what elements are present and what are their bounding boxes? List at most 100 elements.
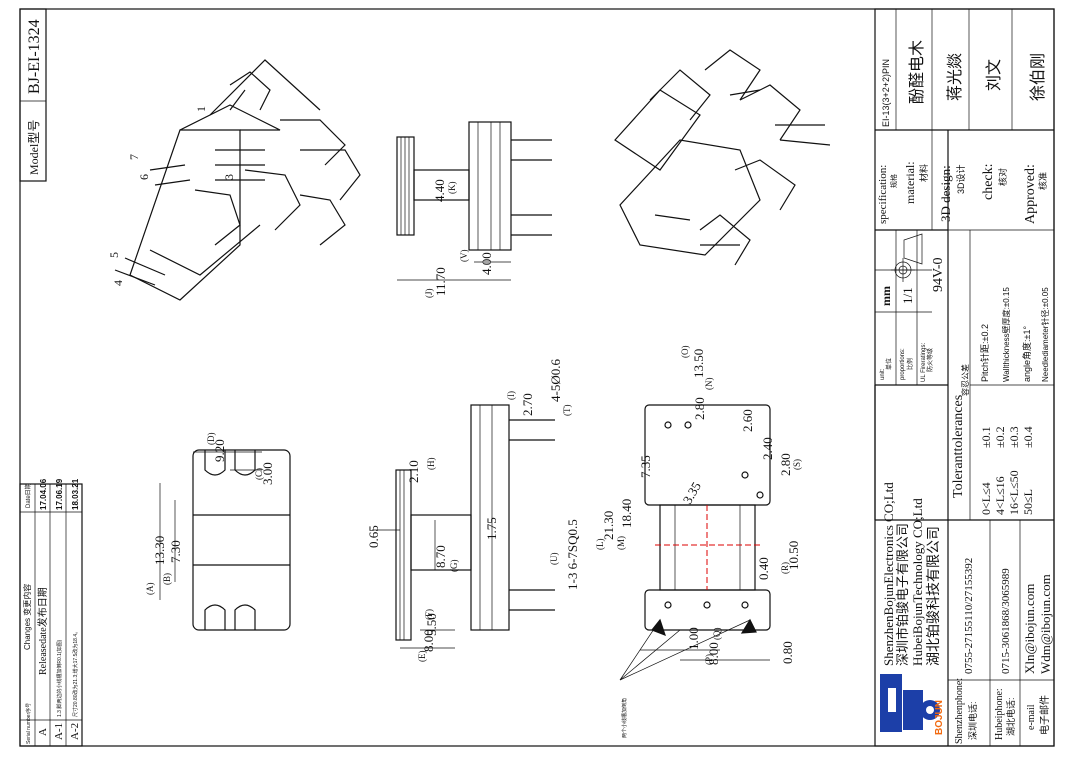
ul-value: 94V-0 — [931, 258, 946, 293]
dim-label: (D) — [206, 433, 216, 446]
model-box: Model型号 BJ-EI-1324 — [19, 8, 47, 182]
company-line: HubeiBojunTechnology CO;Ltd — [910, 498, 925, 666]
spec-label-cn: 规格 — [889, 174, 898, 188]
material-label: material: — [903, 161, 917, 204]
dim-label: 10.50 — [786, 541, 801, 570]
dim-label: 4.00 — [479, 252, 494, 275]
isometric-view-left — [114, 59, 361, 301]
top-view-dims: 13.30 (A) 7.30 (B) 9.20 (D) 3.00 (C) — [145, 433, 275, 596]
unit-value: mm — [879, 286, 893, 306]
pin-label: 3 — [222, 174, 236, 180]
contact-label-cn: 电子邮件 — [1038, 695, 1051, 735]
tolerance-range: 16<L≤50 — [1007, 470, 1021, 515]
dim-label: (H) — [426, 458, 436, 471]
changes-row-date: 17.04.06 — [39, 478, 48, 510]
dim-label: 2.40 — [760, 437, 775, 460]
dim-label: (A) — [145, 583, 155, 596]
dim-label: 2.80 — [778, 453, 793, 476]
tolerance-value: ±0.1 — [979, 426, 993, 448]
dim-label: (J) — [424, 289, 434, 299]
unit-label: unit: — [880, 368, 886, 380]
dim-label: 0.65 — [366, 525, 381, 548]
dim-label: 13.50 — [691, 349, 706, 378]
unit-label-cn: 单位 — [885, 358, 893, 370]
tolerance-range: 4<L≤16 — [993, 476, 1007, 515]
changes-row-text: 1.3 脚两边的小线槽加倒R0.1(如图) — [56, 639, 63, 717]
company-line: ShenzhenBojunElectronics CO;Ltd — [881, 482, 896, 666]
ul-label-cn: 防火等级 — [926, 348, 934, 372]
dim-label: 0.40 — [756, 557, 771, 580]
dim-label: (R) — [780, 562, 790, 574]
dim-label: (B) — [162, 573, 172, 585]
dim-label: 5.50 — [424, 613, 439, 636]
check-label: check: — [981, 163, 996, 200]
bojun-logo-icon: BOJUN — [880, 674, 945, 735]
proportion-value: 1/1 — [900, 287, 915, 304]
tolerance-note: Wallthickness壁厚度:±0.15 — [1001, 287, 1011, 382]
changes-col-date: Date日期 — [24, 483, 32, 508]
dim-label: 0.80 — [780, 641, 795, 664]
front-view-dims: 0.65 8.70 (G) 5.50 (F) 8.00 (E) 2.10 (H)… — [366, 359, 580, 662]
contact-label-cn: 深圳电话: — [967, 701, 978, 740]
dim-label: 18.40 — [619, 499, 634, 528]
changes-row-serial: A-2 — [69, 723, 81, 740]
design-label: 3D design: — [938, 165, 953, 222]
changes-row-serial: A — [37, 728, 49, 736]
contact-value: 0755-27155110/27155392 — [963, 558, 975, 674]
changes-col-serial: Serial number序号 — [25, 703, 32, 744]
changes-row-date: 18.03.21 — [71, 478, 80, 510]
dim-label: 8.00 — [421, 629, 436, 652]
dim-label: 13.30 — [152, 536, 167, 565]
side-view — [396, 121, 552, 281]
dim-label: 8.00 — [706, 642, 721, 665]
design-value: 蒋光燚 — [946, 53, 964, 101]
logo-text: BOJUN — [934, 700, 945, 735]
contact-label: e-mail — [1026, 704, 1037, 730]
changes-table: Serial number序号 Changes 变更内容 Date日期 A Re… — [19, 478, 83, 747]
dim-label: (S) — [792, 459, 802, 470]
dim-label: 11.70 — [433, 267, 448, 296]
changes-row-date: 17.06.19 — [55, 478, 64, 510]
dim-label: 21.30 — [601, 511, 616, 540]
pin-label: 7 — [127, 154, 141, 160]
proportion-label-cn: 比例 — [906, 358, 914, 370]
dim-label: (F) — [424, 609, 434, 620]
dim-label: (M) — [616, 536, 626, 550]
dim-label: 1-3 6-7SQ0.5 — [565, 519, 580, 590]
pin-label: 5 — [107, 252, 121, 258]
tolerance-range: 50≤L — [1021, 489, 1035, 515]
dim-label: 1.00 — [686, 627, 701, 650]
changes-col-changes: Changes 变更内容 — [22, 584, 32, 650]
material-label-cn: 材料 — [918, 164, 929, 182]
tolerance-title: Toleranttolerances — [951, 395, 966, 498]
model-value: BJ-EI-1324 — [26, 19, 43, 94]
title-block: EI-13(3+2+2)PIN specification: 规格 酚醛电木 m… — [874, 8, 1055, 747]
tolerance-value: ±0.4 — [1021, 426, 1035, 448]
dim-label: (V) — [459, 250, 469, 263]
design-label-cn: 3D设计 — [955, 164, 966, 194]
dim-label: 8.70 — [433, 545, 448, 568]
dim-label: (I) — [506, 391, 516, 400]
approved-value: 徐伯刚 — [1029, 53, 1047, 101]
ul-label: UL Fireratings: — [921, 343, 927, 382]
isometric-view-right — [614, 49, 831, 266]
pin-labels: 1 3 6 7 5 4 — [107, 106, 236, 286]
dim-label: 7.35 — [638, 455, 653, 478]
top-view — [159, 449, 291, 631]
dim-label: 3.00 — [260, 462, 275, 485]
chamfer-note: 两个小线槽加倒角 — [621, 698, 628, 738]
tolerance-title-cn: 容忍公差 — [960, 364, 970, 396]
dim-label: 9.20 — [212, 439, 227, 462]
pin-label: 1 — [194, 106, 208, 112]
tolerance-note: angle角度:±1° — [1021, 326, 1032, 382]
dim-label: 2.10 — [406, 460, 421, 483]
company-line: 湖北铂骏科技有限公司 — [925, 526, 941, 666]
tolerance-note: Pitch针距:±0.2 — [979, 324, 990, 382]
changes-row-text: Releasedate发布日期 — [36, 587, 49, 675]
dim-label: 2.60 — [740, 409, 755, 432]
dim-label: 2.80 — [692, 397, 707, 420]
contact-label: Hubeiphone: — [994, 688, 1005, 740]
dim-label: (Q) — [712, 628, 722, 641]
tolerance-range: 0<L≤4 — [979, 482, 993, 515]
